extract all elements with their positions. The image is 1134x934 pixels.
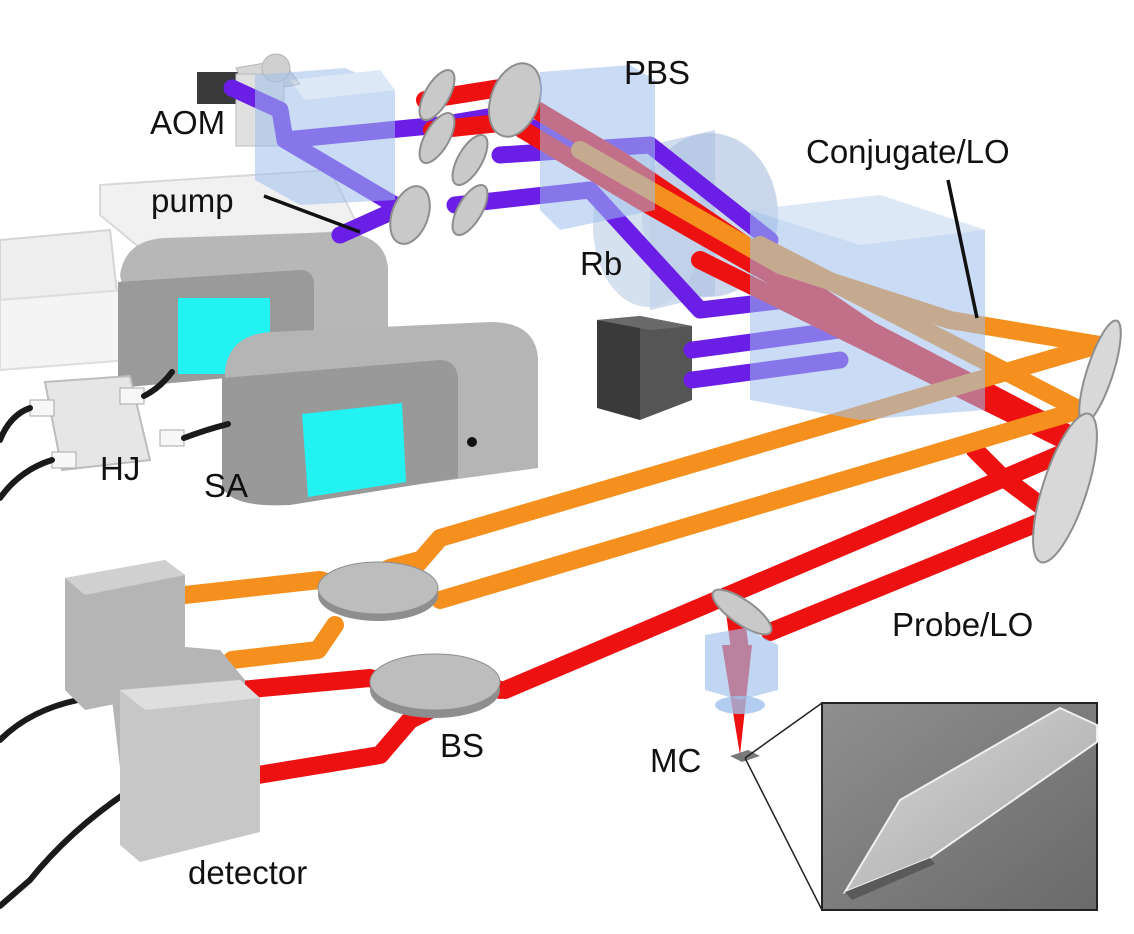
label-bs: BS xyxy=(440,727,484,764)
spectrum-analyzer-front xyxy=(222,322,538,506)
detectors xyxy=(65,560,260,862)
label-pbs: PBS xyxy=(624,54,690,91)
hybrid-junction xyxy=(29,374,185,472)
rf-cables xyxy=(0,369,231,909)
label-aom: AOM xyxy=(150,104,225,141)
label-hj: HJ xyxy=(100,450,140,487)
pbs-cubes xyxy=(255,65,985,420)
beam-dump xyxy=(597,316,692,420)
label-sa: SA xyxy=(204,467,248,504)
label-probe-lo: Probe/LO xyxy=(892,606,1033,643)
sem-inset xyxy=(821,702,1098,911)
beam-splitters xyxy=(317,561,501,718)
leader-lines xyxy=(263,179,979,319)
label-mc: MC xyxy=(650,742,701,779)
label-pump: pump xyxy=(151,182,234,219)
label-conjugate-lo: Conjugate/LO xyxy=(806,133,1010,170)
label-detector: detector xyxy=(188,854,307,891)
mc-objective xyxy=(705,628,778,762)
analyzer-knob xyxy=(467,437,477,447)
mirrors xyxy=(389,62,1122,636)
inset-zoom-lines xyxy=(744,702,823,911)
analyzer-screen-front xyxy=(302,403,406,497)
label-rb: Rb xyxy=(580,245,622,282)
